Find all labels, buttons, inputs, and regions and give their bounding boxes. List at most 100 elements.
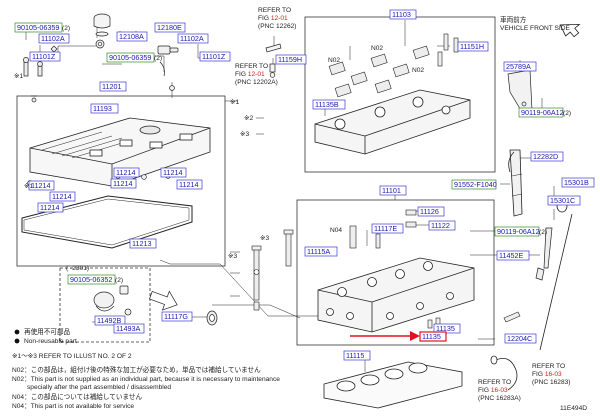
part-label-text: 11493A: [116, 324, 140, 333]
part-label-90105-06359-b[interactable]: 90105-06359: [106, 52, 155, 63]
plug-drawing: [206, 310, 218, 326]
ref-fig-link[interactable]: 12-01: [248, 71, 265, 78]
part-label-11117g[interactable]: 11117G: [161, 311, 193, 322]
mark-s1-b: ※1: [230, 99, 240, 106]
part-label-90105-06359[interactable]: 90105-06359: [14, 22, 63, 33]
variant-cover-drawing: [93, 285, 132, 316]
legend-illust-note: ※1～※3 REFER TO ILLUST NO. 2 OF 2: [12, 353, 132, 360]
ref-pnc: (PNC 16283A): [478, 395, 521, 402]
dipstick-guide-drawing: [508, 149, 523, 217]
part-label-text: 11117G: [164, 312, 188, 321]
svg-text:FIG 12-01: FIG 12-01: [258, 15, 288, 22]
part-label-text: 11117E: [374, 224, 397, 233]
part-label-11101[interactable]: 11101: [379, 185, 407, 196]
part-label-12282d[interactable]: 12282D: [530, 151, 564, 162]
part-label-25789a[interactable]: 25789A: [503, 61, 537, 72]
mark-s2: ※2: [244, 115, 254, 122]
part-label-11115a[interactable]: 11115A: [304, 246, 338, 257]
part-label-11101z-right[interactable]: 11101Z: [199, 51, 231, 62]
part-label-11117e[interactable]: 11117E: [371, 223, 404, 234]
part-label-text: 90119-06A12: [497, 227, 540, 236]
code-n02-b: N02: [371, 45, 383, 52]
part-label-11126[interactable]: 11126: [417, 206, 445, 217]
part-label-90119-06a12-top[interactable]: 90119-06A12: [518, 107, 564, 118]
part-label-11493a[interactable]: 11493A: [113, 323, 145, 334]
part-label-text: 11126: [420, 207, 439, 216]
part-label-15301b[interactable]: 15301B: [561, 177, 595, 188]
legend-dot-icon: [14, 329, 20, 335]
ref-fig-link[interactable]: 12-01: [271, 15, 288, 22]
part-label-text: 11103: [392, 10, 411, 19]
part-label-11135[interactable]: 11135: [433, 323, 461, 334]
legend-dot-icon: [14, 338, 20, 344]
head-bolts-drawing: [251, 229, 294, 311]
part-label-text: 90105-06352: [70, 275, 112, 284]
camshaft-frame: [304, 16, 496, 173]
note-codes: N02 N02 N02 N04 ※1 ※1 ※1 ※2 ※3 ※3 ※3: [14, 45, 424, 260]
part-label-90105-06352[interactable]: 90105-06352: [67, 274, 116, 285]
part-label-11159h[interactable]: 11159H: [275, 54, 307, 65]
hose-drawing: [490, 355, 518, 391]
cover-gasket-drawing: [21, 195, 193, 249]
svg-text:FIG 12-01: FIG 12-01: [235, 71, 265, 78]
legend-n04-jp: N04：この部品については補給していません: [12, 392, 142, 401]
part-label-text: 25789A: [506, 62, 531, 71]
part-label-11103[interactable]: 11103: [389, 9, 417, 20]
part-label-11193[interactable]: 11193: [90, 103, 119, 114]
code-n04: N04: [330, 227, 342, 234]
part-label-11135b[interactable]: 11135B: [312, 99, 346, 110]
part-label-11214-2[interactable]: 11214: [113, 167, 140, 178]
part-label-text: 11159H: [278, 55, 302, 64]
part-label-11214-1[interactable]: 11214: [28, 180, 55, 191]
part-label-11102a-right[interactable]: 11102A: [177, 33, 209, 44]
ref-callout-3[interactable]: REFER TO FIG 16-03 (PNC 16283A): [478, 379, 521, 402]
part-label-text: 11214: [179, 180, 198, 189]
part-label-text: 11102A: [180, 34, 204, 43]
part-label-11213[interactable]: 11213: [129, 238, 157, 249]
ref-fig-link[interactable]: 16-03: [491, 387, 508, 394]
cam-pin-drawing: [265, 43, 282, 78]
vehicle-front-en: VEHICLE FRONT SIDE: [500, 25, 570, 32]
part-label-11452e[interactable]: 11452E: [496, 250, 530, 261]
part-label-11214-6[interactable]: 11214: [49, 191, 76, 202]
part-label-11122[interactable]: 11122: [428, 220, 456, 231]
pcv-valve-drawing: [157, 45, 179, 91]
qty-90105-06352: (2): [115, 277, 123, 284]
ref-line1: REFER TO: [532, 363, 565, 370]
part-label-12204c[interactable]: 12204C: [504, 333, 537, 344]
part-label-15301c[interactable]: 15301C: [547, 195, 581, 206]
ref-callout-1[interactable]: REFER TO FIG 12-01 (PNC 12262): [258, 7, 296, 30]
part-label-11101z-left[interactable]: 11101Z: [29, 51, 61, 62]
part-label-11151h[interactable]: 11151H: [457, 41, 489, 52]
part-label-11135-highlighted[interactable]: 11135: [419, 331, 447, 342]
legend-reuse-jp: 再使用不可部品: [24, 327, 71, 336]
part-label-text: 11101: [382, 186, 401, 195]
head-gasket-drawing: [323, 361, 463, 409]
ref-line1: REFER TO: [235, 63, 268, 70]
cylinder-head-drawing: [317, 257, 475, 333]
part-label-12108a[interactable]: 12108A: [116, 31, 148, 42]
part-label-11201[interactable]: 11201: [99, 81, 127, 92]
legend-n04-en: N04：This part is not available for servi…: [12, 403, 134, 410]
ref-callout-2[interactable]: REFER TO FIG 12-01 (PNC 12202A): [235, 63, 278, 86]
part-label-91552-f1040[interactable]: 91552-F1040: [451, 179, 497, 190]
part-label-90119-06a12-bottom[interactable]: 90119-06A12: [494, 226, 540, 237]
ref-fig-prefix: FIG: [478, 387, 491, 394]
part-label-text: 15301C: [550, 196, 575, 205]
part-label-text: 11214: [40, 203, 59, 212]
qty-90105-06359: (2): [62, 25, 70, 32]
part-label-11492b[interactable]: 11492B: [94, 315, 126, 326]
part-label-11214-7[interactable]: 11214: [37, 202, 64, 213]
ref-fig-link[interactable]: 16-03: [545, 371, 562, 378]
ref-callout-4[interactable]: REFER TO FIG 16-03 (PNC 16283): [532, 363, 570, 386]
part-label-11214-5[interactable]: 11214: [176, 179, 203, 190]
part-label-12180e[interactable]: 12180E: [154, 22, 186, 33]
mark-s3-a: ※3: [240, 131, 250, 138]
part-label-11115[interactable]: 11115: [343, 350, 371, 361]
part-label-11214-4[interactable]: 11214: [110, 178, 137, 189]
part-label-text: 11492B: [97, 316, 121, 325]
part-label-11214-3[interactable]: 11214: [160, 167, 187, 178]
legend-n02-jp: N02：この部品は，組付け後の特殊な加工が必要なため，単品では補給していません: [12, 365, 261, 374]
part-label-11102a-left[interactable]: 11102A: [38, 33, 70, 44]
oil-filler-cap-drawing: [93, 13, 111, 49]
